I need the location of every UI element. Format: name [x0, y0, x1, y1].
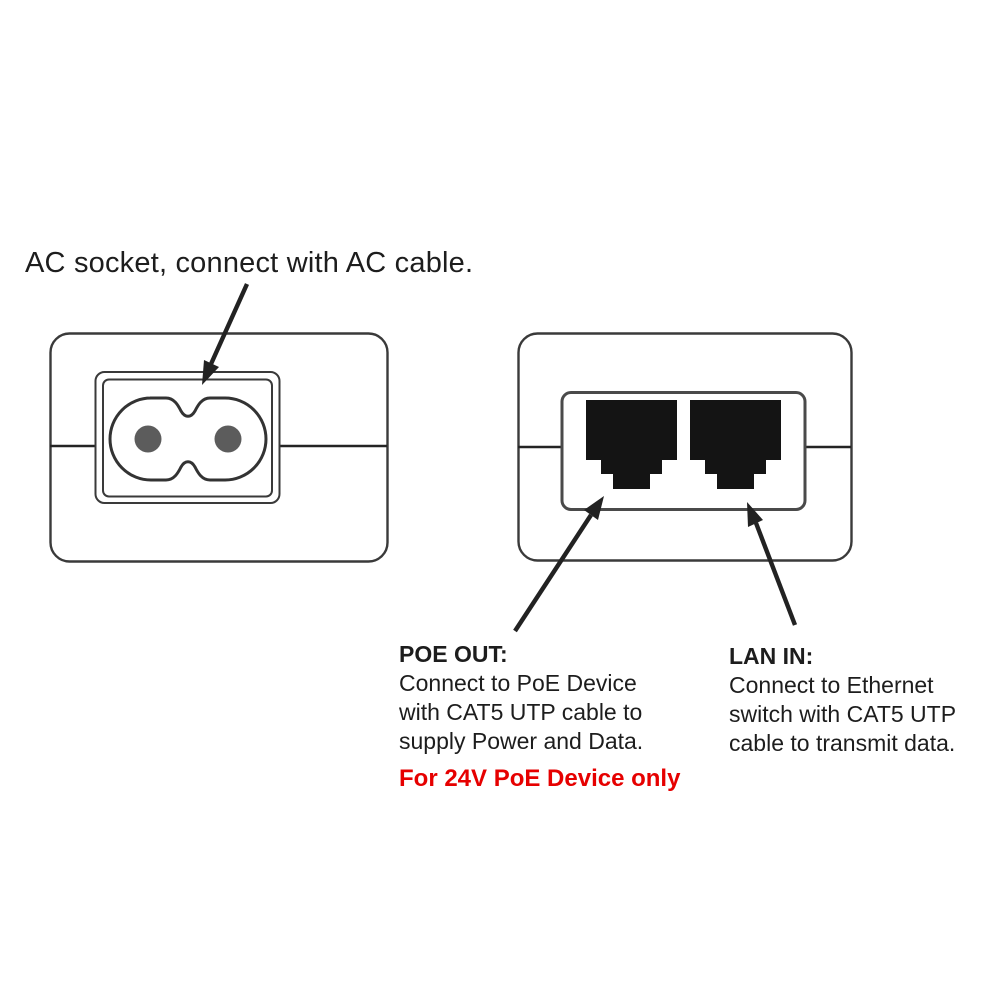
ac-pin-left-dot: [134, 425, 162, 453]
poe-out-line-1: Connect to PoE Device: [399, 670, 637, 696]
rj45-port-poe-out: [586, 400, 677, 489]
lan-in-callout: LAN IN: Connect to Ethernet switch with …: [729, 642, 956, 758]
arrow-to-lan-port: [747, 502, 798, 626]
lan-in-line-2: switch with CAT5 UTP: [729, 701, 957, 727]
poe-out-line-3: supply Power and Data.: [399, 728, 644, 754]
c7-figure8-ac-socket-icon: [108, 396, 268, 482]
poe-out-title: POE OUT:: [399, 641, 508, 667]
arrow-to-poe-port: [513, 496, 604, 633]
poe-out-callout: POE OUT: Connect to PoE Device with CAT5…: [399, 640, 680, 793]
ac-socket-label: AC socket, connect with AC cable.: [25, 247, 474, 279]
poe-out-line-2: with CAT5 UTP cable to: [399, 699, 643, 725]
c7-socket-outline: [108, 396, 268, 482]
poe-voltage-warning: For 24V PoE Device only: [399, 765, 681, 792]
ac-pin-right-dot: [214, 425, 242, 453]
rj45-port-lan-in: [690, 400, 781, 489]
arrow-to-ac-socket: [202, 283, 250, 385]
lan-in-line-3: cable to transmit data.: [729, 730, 956, 756]
lan-in-title: LAN IN:: [729, 643, 814, 669]
lan-in-line-1: Connect to Ethernet: [729, 672, 934, 698]
